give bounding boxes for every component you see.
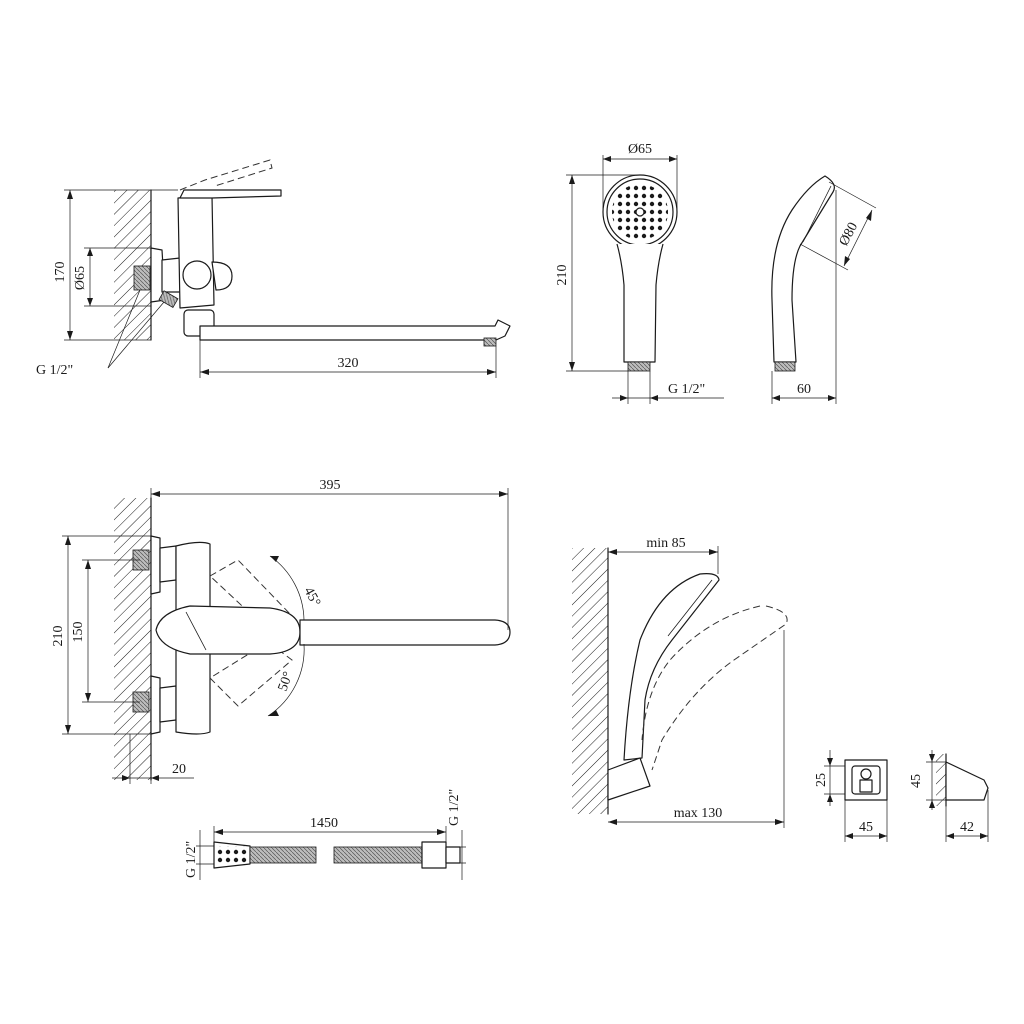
side-diameter-label: Ø80 xyxy=(837,220,862,248)
wall-hatch xyxy=(114,190,151,340)
front-diameter-label: Ø65 xyxy=(628,142,652,157)
shower-hose: 1450 G 1/2" G 1/2" xyxy=(184,789,466,880)
side-thread-label: G 1/2" xyxy=(36,363,73,378)
lever-position-down xyxy=(209,641,293,707)
bracket-front-view: 25 45 xyxy=(814,750,888,842)
holder-shower-solid xyxy=(623,573,720,761)
top-height-label: 210 xyxy=(51,626,66,647)
hand-shower-front-view: Ø65 210 G 1/2" xyxy=(555,142,724,404)
reach-label: 395 xyxy=(320,478,341,493)
holder-min-label: min 85 xyxy=(646,536,685,551)
hose-length-label: 1450 xyxy=(310,816,338,831)
top-spout xyxy=(299,619,511,646)
bracket-depth-label: 42 xyxy=(960,820,974,835)
front-length-label: 210 xyxy=(555,265,570,286)
spout-length-label: 320 xyxy=(338,356,359,371)
shower-holder-view: min 85 max 130 xyxy=(572,536,788,828)
shower-side-body xyxy=(771,175,835,363)
aerator xyxy=(483,337,497,347)
front-thread-label: G 1/2" xyxy=(668,382,705,397)
bracket-height-label: 25 xyxy=(814,773,829,787)
spout xyxy=(199,319,511,341)
hand-shower-side-view: Ø80 60 xyxy=(771,175,877,404)
side-height-label: 170 xyxy=(53,262,68,283)
side-depth-label: 60 xyxy=(797,382,811,397)
hose-thread-right-label: G 1/2" xyxy=(447,789,462,826)
bracket-side-view: 45 42 xyxy=(909,750,989,842)
hose-nut-fitting xyxy=(421,841,447,869)
wall-hatch-holder xyxy=(572,548,608,814)
hose-braid-right xyxy=(333,846,423,864)
hose-thread-left-label: G 1/2" xyxy=(184,841,199,878)
holder-shower-dashed xyxy=(651,605,788,771)
hose-braid-left xyxy=(249,846,317,864)
mixer-body xyxy=(177,195,215,309)
shower-thread xyxy=(627,361,651,372)
top-lever xyxy=(155,605,301,655)
bracket-side-height-label: 45 xyxy=(909,774,924,788)
bracket-width-label: 45 xyxy=(859,820,873,835)
mixer-side-view: 170 Ø65 G 1/2" 320 xyxy=(36,159,511,378)
diverter-knob xyxy=(182,260,212,290)
bracket-side-body xyxy=(945,761,989,801)
mixer-top-view: 45° 50° 395 210 150 20 xyxy=(51,478,511,784)
angle-up-label: 45° xyxy=(300,585,322,609)
eccentric-thread xyxy=(133,265,151,291)
diverter-lever xyxy=(211,261,233,291)
mixer-lever xyxy=(179,189,282,199)
centers-label: 150 xyxy=(71,622,86,643)
shower-handle xyxy=(616,243,664,363)
wall-hatch-top xyxy=(114,498,151,780)
angle-down-label: 50° xyxy=(276,670,297,694)
lever-open-position xyxy=(179,159,273,191)
holder-bracket xyxy=(607,757,651,801)
wall-distance-label: 20 xyxy=(172,762,186,777)
holder-max-label: max 130 xyxy=(674,806,723,821)
side-eccentric-label: Ø65 xyxy=(73,266,88,290)
